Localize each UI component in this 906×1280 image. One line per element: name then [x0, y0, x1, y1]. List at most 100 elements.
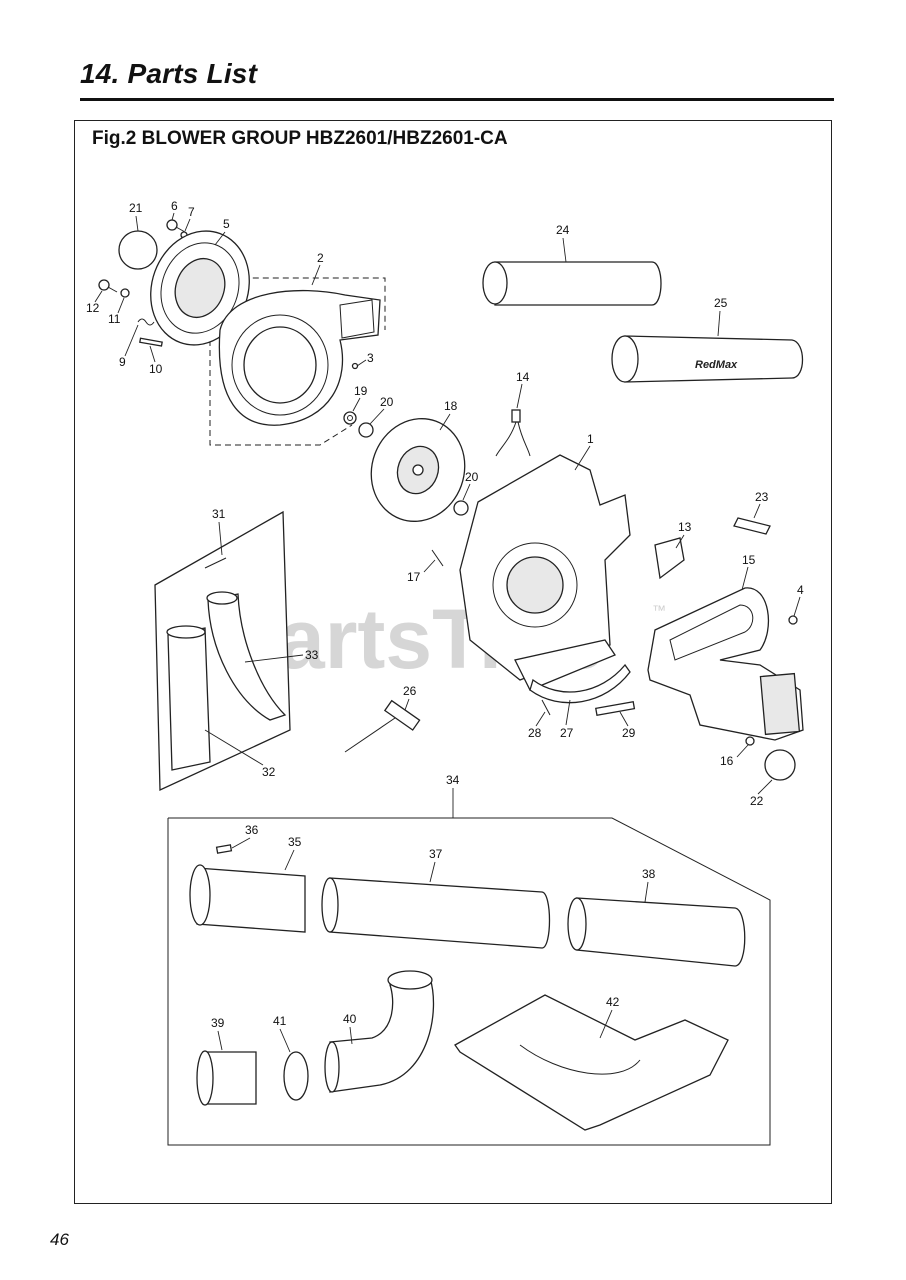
- part-10-pin: [139, 337, 163, 347]
- part-28-bolt: [541, 699, 551, 716]
- part-32-pipe: [166, 625, 211, 771]
- redmax-logo: RedMax: [695, 359, 738, 371]
- callout-20b: 20: [462, 470, 479, 501]
- callout-31: 31: [212, 507, 226, 556]
- callout-16: 16: [720, 744, 749, 768]
- svg-text:39: 39: [211, 1016, 225, 1030]
- part-20-washer-lower: [453, 500, 469, 516]
- svg-text:14: 14: [516, 370, 530, 384]
- part-12-bolt: [98, 279, 118, 293]
- svg-text:10: 10: [149, 362, 163, 376]
- callout-20a: 20: [369, 395, 394, 425]
- part-24-pipe: [482, 261, 662, 306]
- part-29-grip: [595, 700, 636, 716]
- callout-19: 19: [352, 384, 368, 412]
- part-33-elbow: [206, 591, 287, 721]
- callout-24: 24: [556, 223, 570, 263]
- part-25-pipe: RedMax: [611, 335, 804, 383]
- section-title: 14. Parts List: [80, 58, 258, 89]
- part-19-nut: [343, 411, 357, 425]
- part-20-washer-upper: [358, 422, 374, 438]
- svg-text:41: 41: [273, 1014, 287, 1028]
- svg-text:5: 5: [223, 217, 230, 231]
- nozzle-kit-group-34: [167, 817, 771, 1146]
- callout-25: 25: [714, 296, 728, 337]
- callout-15: 15: [741, 553, 756, 591]
- svg-text:26: 26: [403, 684, 417, 698]
- svg-text:42: 42: [606, 995, 620, 1009]
- callout-5: 5: [214, 217, 230, 246]
- svg-text:16: 16: [720, 754, 734, 768]
- callout-2: 2: [311, 251, 324, 286]
- callout-4: 4: [793, 583, 804, 617]
- svg-text:12: 12: [86, 301, 100, 315]
- callout-10: 10: [149, 345, 163, 376]
- part-38-pipe: [567, 897, 746, 967]
- part-40-elbow: [324, 970, 435, 1093]
- part-39-nozzle: [196, 1050, 257, 1106]
- callout-32: 32: [204, 729, 276, 779]
- part-41-hose-clamp: [283, 1051, 309, 1101]
- svg-text:27: 27: [560, 726, 574, 740]
- svg-text:4: 4: [797, 583, 804, 597]
- svg-text:34: 34: [446, 773, 460, 787]
- figure-title: Fig.2 BLOWER GROUP HBZ2601/HBZ2601-CA: [92, 128, 508, 149]
- callout-35: 35: [284, 835, 302, 871]
- part-42-vacuum-bag: [454, 994, 729, 1131]
- callout-28: 28: [528, 711, 546, 740]
- callout-17: 17: [407, 559, 436, 584]
- callout-37: 37: [429, 847, 443, 883]
- svg-text:28: 28: [528, 726, 542, 740]
- svg-text:22: 22: [750, 794, 764, 808]
- callout-41: 41: [273, 1014, 291, 1053]
- callout-42: 42: [599, 995, 620, 1039]
- part-3-screw: [351, 362, 359, 370]
- callout-36: 36: [231, 823, 259, 849]
- svg-text:19: 19: [354, 384, 368, 398]
- svg-text:1: 1: [587, 432, 594, 446]
- part-15-handle-cover: [647, 587, 804, 741]
- svg-text:35: 35: [288, 835, 302, 849]
- part-14-switch-wire: [495, 409, 531, 457]
- callout-38: 38: [642, 867, 656, 903]
- callout-11: 11: [108, 297, 125, 326]
- svg-text:7: 7: [188, 205, 195, 219]
- callout-9: 9: [119, 324, 139, 369]
- part-23-plate: [733, 517, 771, 535]
- svg-text:11: 11: [108, 312, 121, 326]
- callout-26: 26: [403, 684, 417, 711]
- callout-27: 27: [560, 699, 574, 740]
- part-4-screw: [788, 615, 798, 625]
- svg-text:9: 9: [119, 355, 126, 369]
- svg-text:20: 20: [380, 395, 394, 409]
- svg-text:17: 17: [407, 570, 421, 584]
- part-37-pipe: [321, 877, 551, 949]
- svg-text:13: 13: [678, 520, 692, 534]
- svg-text:15: 15: [742, 553, 756, 567]
- callout-22: 22: [750, 779, 773, 808]
- svg-text:36: 36: [245, 823, 259, 837]
- watermark-trademark: ™: [652, 602, 666, 618]
- svg-text:18: 18: [444, 399, 458, 413]
- svg-text:21: 21: [129, 201, 143, 215]
- svg-text:23: 23: [755, 490, 769, 504]
- svg-text:33: 33: [305, 648, 319, 662]
- callout-6: 6: [171, 199, 178, 221]
- svg-text:20: 20: [465, 470, 479, 484]
- page-number: 46: [50, 1230, 69, 1249]
- svg-text:29: 29: [622, 726, 636, 740]
- svg-text:2: 2: [317, 251, 324, 265]
- part-18-fan: [370, 418, 466, 522]
- svg-text:25: 25: [714, 296, 728, 310]
- callout-40: 40: [343, 1012, 357, 1045]
- callout-13: 13: [675, 520, 692, 549]
- section-rule: [80, 98, 834, 101]
- part-17-bolt: [431, 549, 444, 567]
- part-11-washer: [120, 288, 130, 298]
- callout-12: 12: [86, 290, 103, 315]
- callout-21: 21: [129, 201, 143, 232]
- callout-14: 14: [516, 370, 530, 409]
- svg-text:40: 40: [343, 1012, 357, 1026]
- callout-7: 7: [184, 205, 195, 232]
